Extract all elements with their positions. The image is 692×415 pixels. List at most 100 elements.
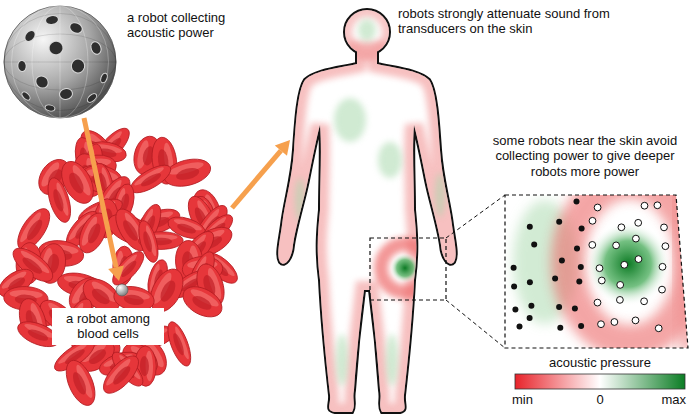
sphere-hole (20, 90, 32, 102)
blood-cell (60, 356, 100, 409)
sphere-hole (99, 72, 109, 85)
collecting-robot (556, 219, 562, 225)
collecting-robot (574, 199, 580, 205)
collecting-robot (527, 279, 533, 285)
box-text: a robot among blood cells (58, 311, 158, 342)
axis-title: acoustic pressure (515, 355, 685, 370)
inset-frame (505, 195, 688, 348)
sphere-hole (22, 28, 38, 44)
idle-robot (611, 319, 618, 326)
collecting-robot (527, 315, 533, 321)
cell-body (178, 281, 227, 324)
arrow-head (275, 140, 290, 156)
collecting-robot (578, 264, 584, 270)
arrow-shaft (84, 118, 116, 267)
cell-dimple (89, 286, 112, 307)
collecting-robot (552, 275, 558, 281)
color-bar (515, 374, 685, 389)
low-pressure-ring (381, 244, 429, 292)
collecting-robot (557, 325, 563, 331)
cell-dimple (120, 218, 140, 243)
hole-inner (45, 15, 58, 25)
hole-rim (67, 20, 84, 36)
blood-cell (163, 319, 195, 369)
cell-highlight (104, 357, 133, 388)
sphere-hole (33, 73, 52, 92)
scale-tick: 0 (580, 392, 620, 407)
collecting-robot (556, 304, 562, 310)
color-bar-scale (515, 374, 685, 389)
hole-inner (23, 29, 36, 42)
cell-dimple (141, 230, 153, 252)
sphere-hole (85, 91, 99, 104)
inset-field (500, 182, 692, 355)
hole-inner (100, 73, 108, 83)
pressure-patch (386, 334, 398, 386)
hole-inner (45, 105, 55, 112)
pressure-patch (378, 142, 402, 178)
idle-robot (589, 217, 596, 224)
callout-text: a robot collecting acoustic power (127, 10, 267, 41)
idle-robot (598, 321, 605, 328)
idle-robot (594, 299, 601, 306)
idle-robot (659, 263, 666, 270)
idle-robot (635, 219, 642, 226)
cell-body (98, 350, 145, 399)
cell-dimple (66, 170, 86, 195)
collecting-robot (527, 224, 533, 230)
idle-robot (594, 204, 601, 211)
hole-inner (48, 40, 64, 56)
callout-text: some robots near the skin avoid collecti… (484, 133, 686, 179)
idle-robot (621, 261, 628, 268)
sphere-hole (44, 14, 60, 26)
idle-robot (613, 242, 620, 249)
robot-among-cells (116, 284, 128, 296)
idle-robot (655, 325, 662, 332)
cell-dimple (70, 370, 88, 396)
hole-rim (33, 73, 52, 92)
cell-dimple (51, 188, 65, 212)
cell-dimple (85, 222, 103, 245)
cell-dimple (171, 332, 186, 356)
collecting-robot (512, 307, 518, 313)
sphere-hole (67, 20, 84, 36)
hole-inner (87, 93, 98, 103)
idle-robot (618, 224, 625, 231)
sphere-hole (17, 60, 28, 73)
hole-rim (58, 87, 74, 101)
idle-robot (632, 317, 639, 324)
hole-inner (59, 88, 73, 100)
idle-robot (641, 298, 648, 305)
hole-rim (88, 40, 103, 57)
collecting-robot (517, 324, 523, 330)
zoom-leader (446, 195, 505, 238)
zoom-inset (446, 182, 692, 355)
hole-inner (21, 91, 31, 101)
cell-body (60, 356, 100, 409)
pointer-arrows (84, 118, 290, 281)
cell-dimple (175, 166, 201, 182)
cell-dimple (139, 171, 162, 189)
pressure-patch (336, 334, 348, 386)
sphere-facet-line (4, 14, 116, 111)
pressure-patch (358, 19, 376, 41)
collecting-robot (528, 303, 534, 309)
hole-rim (99, 72, 109, 85)
scale-tick: min (512, 392, 552, 407)
blood-cell (178, 281, 227, 324)
skin-attenuation (278, 50, 455, 412)
collecting-robot (574, 245, 580, 251)
collecting-robot (511, 283, 517, 289)
body-outline (278, 50, 455, 412)
hole-inner (69, 21, 84, 34)
collecting-robot (511, 265, 517, 271)
idle-robot (659, 286, 666, 293)
sphere-facet-line (32, 6, 88, 118)
sphere-facet-line (12, 6, 109, 118)
hole-inner (18, 61, 26, 72)
hole-rim (47, 39, 65, 57)
scale-tick: max (644, 392, 686, 407)
hole-rim (69, 57, 86, 75)
